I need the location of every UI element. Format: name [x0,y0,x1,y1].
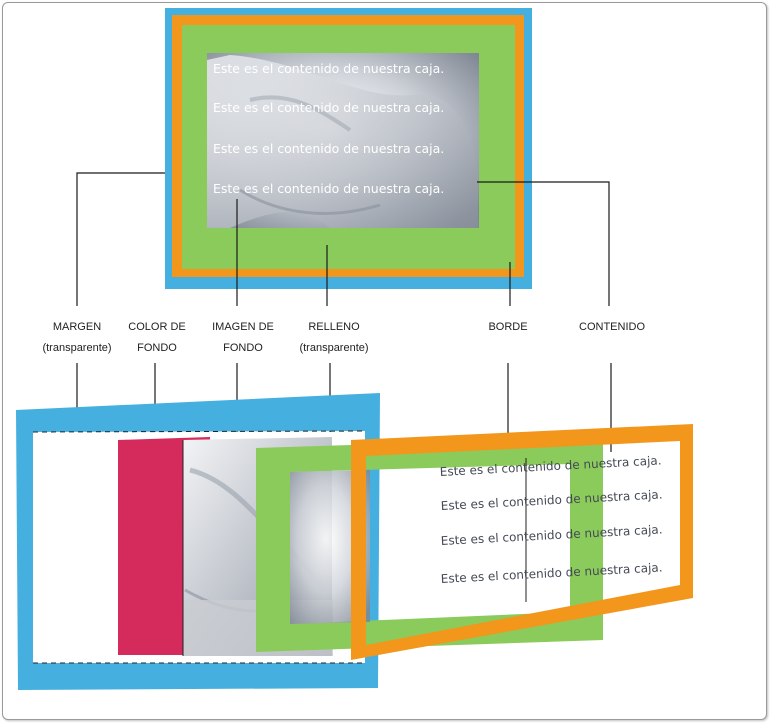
content-outline [182,440,527,656]
layer-content-line: Este es el contenido de nuestra caja. [440,522,662,548]
layer-content: Este es el contenido de nuestra caja. Es… [439,453,662,586]
contenido-connector [477,181,610,306]
exploded-layers: Este es el contenido de nuestra caja. Es… [16,393,693,690]
label-margen-sub: (transparente) [42,342,111,354]
label-color-fondo: COLOR DE [128,321,185,333]
label-contenido: CONTENIDO [579,321,645,333]
labels: MARGEN (transparente) COLOR DE FONDO IMA… [42,321,645,354]
label-imagen-fondo-sub: FONDO [223,342,263,354]
padding-inner-image [290,470,370,624]
layer-margin [16,393,380,690]
content-line: Este es el contenido de nuestra caja. [213,100,444,115]
label-margen: MARGEN [53,321,101,333]
layer-content-line: Este es el contenido de nuestra caja. [440,560,662,586]
label-borde: BORDE [488,321,527,333]
top-box: Este es el contenido de nuestra caja. Es… [165,8,532,289]
label-imagen-fondo: IMAGEN DE [212,321,274,333]
label-color-fondo-sub: FONDO [137,342,177,354]
margen-connector [76,172,165,306]
content-line: Este es el contenido de nuestra caja. [213,61,444,76]
layer-padding [256,437,603,652]
label-relleno: RELLENO [308,321,360,333]
layer-border [351,424,693,660]
layer-content-line: Este es el contenido de nuestra caja. [440,487,662,513]
dashed-outline [32,430,366,664]
label-relleno-sub: (transparente) [299,342,368,354]
content-line: Este es el contenido de nuestra caja. [213,181,444,196]
content-line: Este es el contenido de nuestra caja. [213,141,444,156]
